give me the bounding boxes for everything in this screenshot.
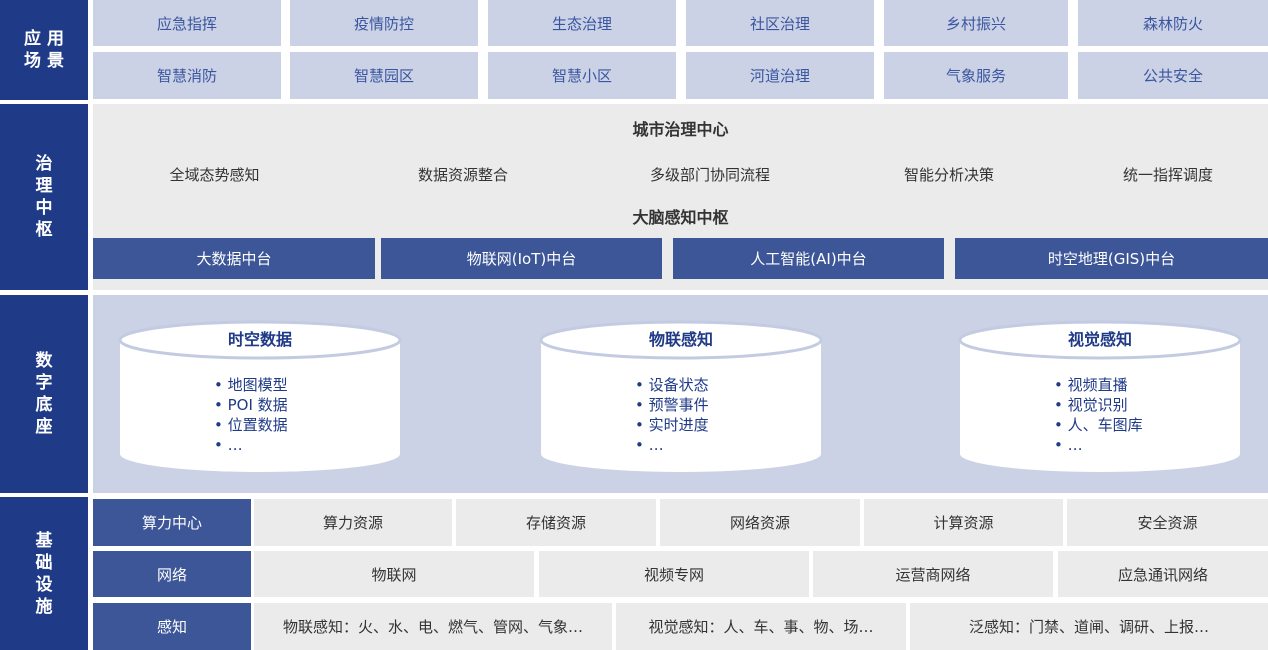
app-scenario-tile[interactable]: 公共安全	[1078, 52, 1268, 99]
cylinder-list: 地图模型POI 数据位置数据…	[214, 375, 288, 455]
list-item: 预警事件	[635, 395, 709, 415]
platform-tile[interactable]: 大数据中台	[93, 238, 375, 279]
infra-resource-tile[interactable]: 网络资源	[660, 499, 860, 546]
label-line: 底	[35, 395, 53, 415]
section-label-apps: 应 用场 景	[0, 0, 88, 100]
label-line: 枢	[35, 220, 53, 240]
app-scenario-tile[interactable]: 智慧园区	[290, 52, 478, 99]
label-line: 数	[35, 351, 53, 371]
infra-resource-tile[interactable]: 存储资源	[456, 499, 656, 546]
brain-hub-title: 大脑感知中枢	[632, 208, 729, 227]
label-line: 中	[35, 198, 53, 218]
city-governance-center-title: 城市治理中心	[632, 120, 729, 139]
app-scenario-tile[interactable]: 社区治理	[686, 0, 874, 46]
app-scenario-tile[interactable]: 气象服务	[884, 52, 1068, 99]
infra-category-label: 网络	[93, 551, 251, 597]
infra-resource-tile[interactable]: 视觉感知：人、车、事、物、场…	[616, 603, 906, 650]
label-line: 基	[35, 530, 53, 551]
platform-tile[interactable]: 时空地理(GIS)中台	[955, 238, 1268, 279]
app-scenario-tile[interactable]: 疫情防控	[290, 0, 478, 46]
infra-resource-tile[interactable]: 应急通讯网络	[1058, 551, 1268, 597]
label-line: 场 景	[24, 51, 64, 71]
list-item: 视觉识别	[1054, 395, 1143, 415]
cylinder-list: 设备状态预警事件实时进度…	[635, 375, 709, 455]
infra-resource-tile[interactable]: 物联感知：火、水、电、燃气、管网、气象…	[254, 603, 612, 650]
governance-capability: 多级部门协同流程	[589, 153, 831, 195]
data-cylinder: 视觉感知视频直播视觉识别人、车图库…	[958, 320, 1242, 476]
app-scenario-tile[interactable]: 河道治理	[686, 52, 874, 99]
app-scenario-tile[interactable]: 智慧消防	[93, 52, 281, 99]
label-line: 字	[35, 373, 53, 393]
app-scenario-tile[interactable]: 应急指挥	[93, 0, 281, 46]
list-item: …	[1054, 435, 1143, 455]
data-cylinder: 物联感知设备状态预警事件实时进度…	[539, 320, 823, 476]
cylinder-list: 视频直播视觉识别人、车图库…	[1054, 375, 1143, 455]
label-line: 设	[35, 574, 53, 595]
infra-resource-tile[interactable]: 运营商网络	[813, 551, 1053, 597]
app-scenario-tile[interactable]: 智慧小区	[488, 52, 676, 99]
label-line: 应 用	[24, 29, 64, 49]
infra-category-label: 算力中心	[93, 499, 251, 546]
label-line: 施	[35, 596, 53, 617]
list-item: 视频直播	[1054, 375, 1143, 395]
section-label-digital-base: 数字底座	[0, 295, 88, 493]
list-item: 地图模型	[214, 375, 288, 395]
app-scenario-tile[interactable]: 乡村振兴	[884, 0, 1068, 46]
governance-capability: 智能分析决策	[837, 153, 1061, 195]
infra-resource-tile[interactable]: 物联网	[254, 551, 534, 597]
section-label-infrastructure: 基础设施	[0, 497, 88, 650]
governance-capability: 全域态势感知	[93, 153, 336, 195]
governance-capability: 统一指挥调度	[1068, 153, 1268, 195]
infra-resource-tile[interactable]: 泛感知：门禁、道闸、调研、上报…	[910, 603, 1268, 650]
app-scenario-tile[interactable]: 生态治理	[488, 0, 676, 46]
list-item: 位置数据	[214, 415, 288, 435]
infra-category-label: 感知	[93, 603, 251, 650]
section-label-governance: 治理中枢	[0, 104, 88, 290]
cylinder-title: 视觉感知	[1067, 330, 1132, 349]
data-cylinder: 时空数据地图模型POI 数据位置数据…	[118, 320, 402, 476]
list-item: 人、车图库	[1054, 415, 1143, 435]
list-item: 设备状态	[635, 375, 709, 395]
list-item: 实时进度	[635, 415, 709, 435]
label-line: 理	[35, 176, 53, 196]
label-line: 础	[35, 552, 53, 573]
platform-tile[interactable]: 物联网(IoT)中台	[381, 238, 662, 279]
cylinder-title: 物联感知	[648, 330, 713, 349]
infra-resource-tile[interactable]: 算力资源	[254, 499, 452, 546]
list-item: POI 数据	[214, 395, 288, 415]
app-scenario-tile[interactable]: 森林防火	[1078, 0, 1268, 46]
list-item: …	[214, 435, 288, 455]
infra-resource-tile[interactable]: 安全资源	[1067, 499, 1268, 546]
label-line: 治	[35, 154, 53, 174]
cylinder-title: 时空数据	[227, 330, 292, 349]
label-line: 座	[35, 417, 53, 437]
infra-resource-tile[interactable]: 视频专网	[539, 551, 809, 597]
platform-tile[interactable]: 人工智能(AI)中台	[673, 238, 944, 279]
governance-capability: 数据资源整合	[342, 153, 584, 195]
infra-resource-tile[interactable]: 计算资源	[864, 499, 1063, 546]
list-item: …	[635, 435, 709, 455]
